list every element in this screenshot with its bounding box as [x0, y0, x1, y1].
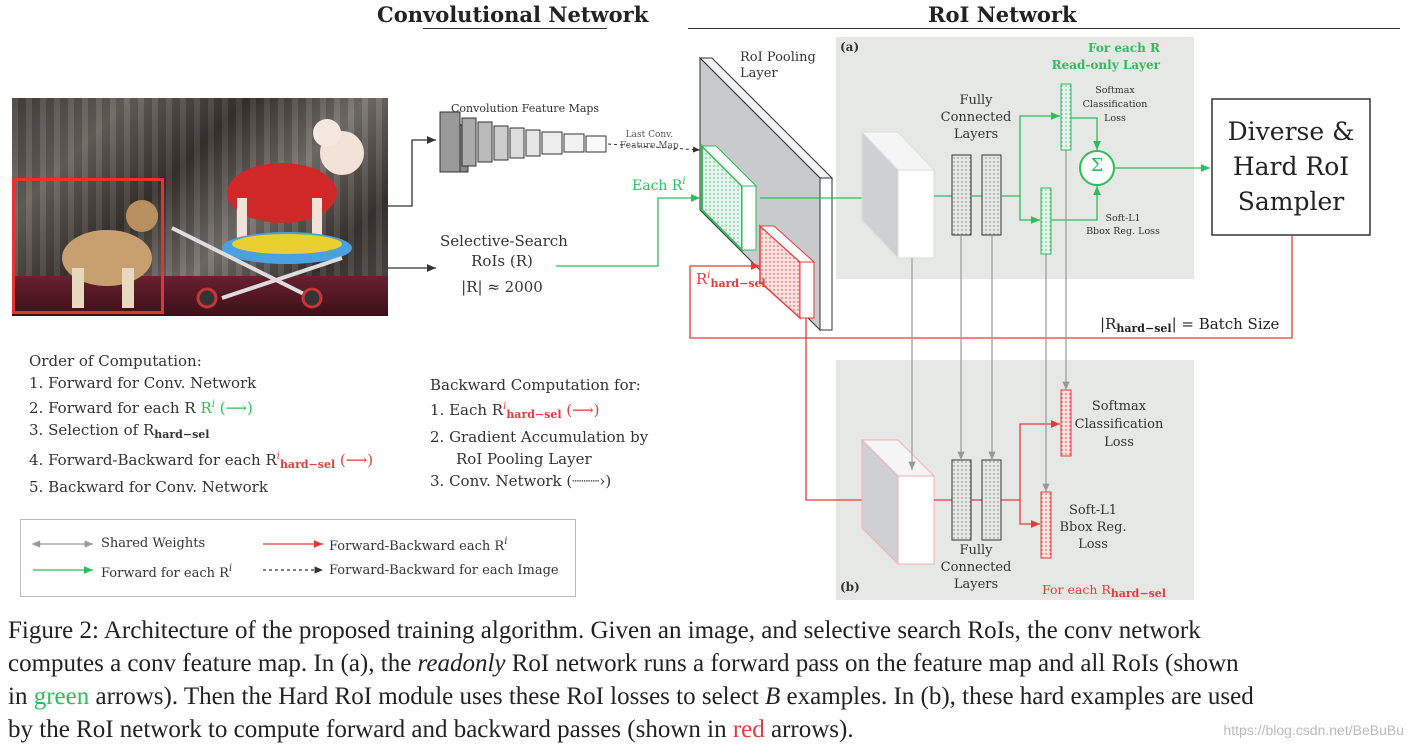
- roi-network-header: RoI Network: [928, 2, 1077, 27]
- roi-header-rule: [688, 28, 1400, 29]
- sampler-label: Diverse & Hard RoI Sampler: [1227, 117, 1355, 216]
- softmax-b-box: [1060, 389, 1072, 457]
- fc-a-1: [951, 154, 972, 236]
- panel-b-label: (b): [840, 580, 860, 594]
- order-title: Order of Computation:: [29, 352, 202, 370]
- architecture-diagram: [388, 37, 1371, 600]
- order-of-computation: Order of Computation: 1. Forward for Con…: [29, 350, 373, 498]
- input-image: [12, 98, 388, 316]
- conv-feature-maps: [439, 111, 607, 173]
- for-each-r-hard-label: For each Rhard−sel: [1042, 582, 1166, 600]
- fc-b-1: [951, 459, 972, 541]
- fc-a-label: Fully Connected Layers: [940, 93, 1012, 142]
- order-item-3: 3. Selection of Rhard−sel: [29, 421, 210, 441]
- roi-pooling-label: RoI Pooling Layer: [740, 50, 816, 81]
- caption-line-2: computes a conv feature map. In (a), the…: [8, 650, 1239, 677]
- legend-forward-each: Forward for each Ri: [101, 563, 233, 581]
- batch-size-label: |Rhard−sel| = Batch Size: [1100, 315, 1280, 335]
- order-item-4: 4. Forward-Backward for each Rihard−sel …: [29, 451, 374, 471]
- caption-line-3: in green arrows). Then the Hard RoI modu…: [8, 683, 1254, 710]
- softmax-a-box: [1060, 83, 1072, 151]
- fc-a-2: [981, 154, 1002, 236]
- softl1-a-box: [1040, 187, 1052, 255]
- legend-shared-weights: Shared Weights: [101, 536, 206, 551]
- order-item-2: 2. Forward for each R Ri (⟶): [29, 399, 253, 417]
- softl1-b-box: [1040, 491, 1052, 559]
- hard-sel-roi-box: [758, 224, 816, 320]
- each-roi-box: [700, 143, 758, 253]
- backward-computation: Backward Computation for: 1. Each Rihard…: [430, 376, 649, 490]
- each-r-label: Each Ri: [632, 176, 686, 194]
- figure-caption: Figure 2: Architecture of the proposed t…: [8, 614, 1398, 746]
- selected-roi-box: [12, 178, 164, 314]
- panel-a-pooled-feature: [860, 130, 936, 260]
- watermark: https://blog.csdn.net/BeBuBu: [1223, 722, 1404, 738]
- softmax-a-label: Softmax Classification Loss: [1082, 85, 1148, 124]
- hard-roi-sampler-box: [1211, 98, 1371, 236]
- softmax-b-label: Softmax Classification Loss: [1074, 399, 1164, 450]
- conv-header-rule: [423, 28, 607, 29]
- softl1-a-label: Soft-L1 Bbox Reg. Loss: [1086, 213, 1160, 237]
- read-only-label: For each R Read-only Layer: [1051, 41, 1160, 72]
- legend: Shared Weights Forward for each Ri Forwa…: [20, 519, 576, 597]
- fc-b-label: Fully Connected Layers: [940, 543, 1012, 592]
- panel-a-label: (a): [840, 40, 860, 54]
- fc-b-2: [981, 459, 1002, 541]
- legend-fb-image: Forward-Backward for each Image: [329, 563, 559, 578]
- conv-network-header: Convolutional Network: [377, 2, 649, 27]
- r-hard-sel-label: Rihard−sel: [696, 270, 766, 290]
- order-item-5: 5. Backward for Conv. Network: [29, 478, 268, 496]
- caption-line-4: by the RoI network to compute forward an…: [8, 716, 854, 743]
- legend-fb-each: Forward-Backward each Ri: [329, 536, 508, 554]
- conv-feature-maps-label: Convolution Feature Maps: [451, 102, 600, 115]
- panel-b-pooled-feature: [860, 438, 936, 566]
- last-conv-label: Last Conv. Feature Map: [620, 130, 679, 151]
- softl1-b-label: Soft-L1 Bbox Reg. Loss: [1059, 503, 1127, 552]
- selective-search-label: Selective-Search RoIs (R) |R| ≈ 2000: [440, 232, 568, 296]
- caption-line-1: Figure 2: Architecture of the proposed t…: [8, 617, 1201, 644]
- sigma-label: Σ: [1090, 155, 1104, 176]
- order-item-1: 1. Forward for Conv. Network: [29, 374, 257, 392]
